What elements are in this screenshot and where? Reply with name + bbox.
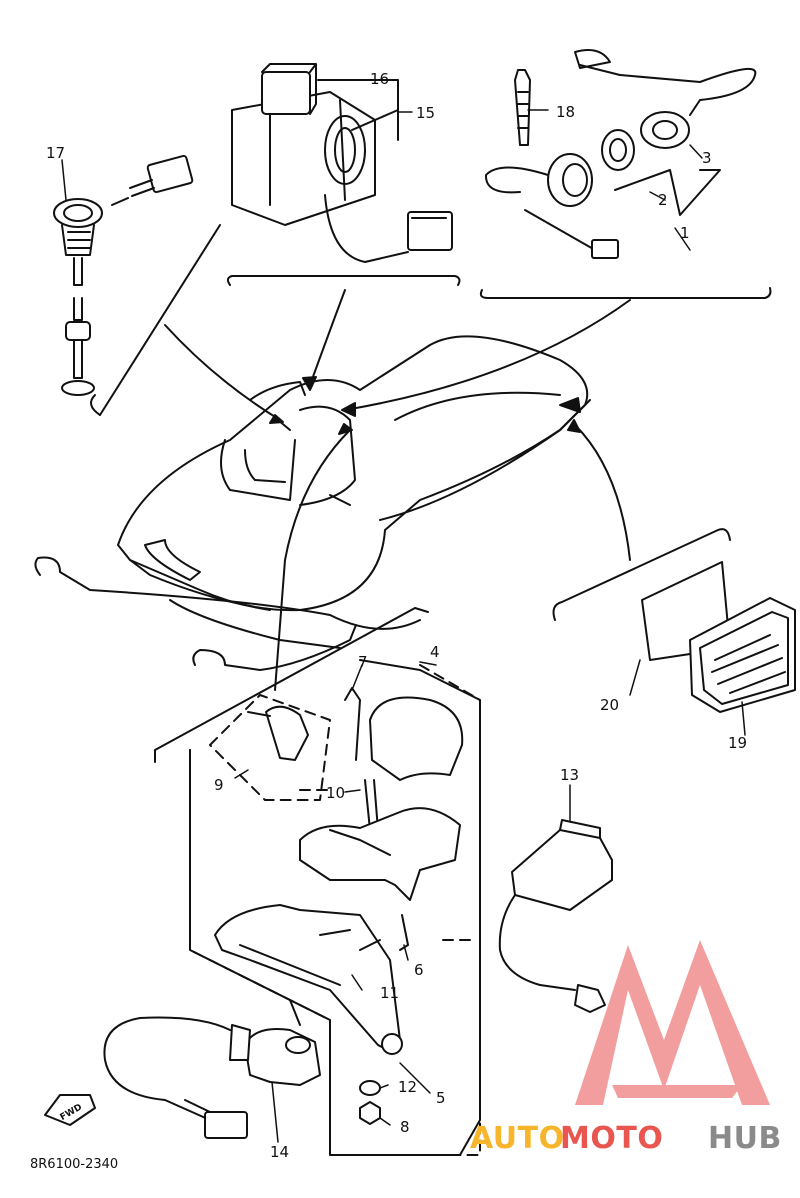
throttle-housing-assembly <box>154 607 481 1156</box>
callout-labels: 17 16 15 18 3 2 1 4 7 20 19 13 9 10 6 11… <box>30 70 747 1172</box>
drawing-code: 8R6100-2340 <box>30 1157 118 1172</box>
callout-15: 15 <box>416 104 435 122</box>
callout-18: 18 <box>556 103 575 121</box>
callout-12: 12 <box>398 1078 417 1096</box>
callout-8: 8 <box>400 1118 410 1136</box>
callout-5: 5 <box>436 1089 446 1107</box>
part-14-throttle-switch <box>44 1016 321 1139</box>
snowmobile-body <box>34 335 591 671</box>
callout-3: 3 <box>702 149 712 167</box>
callout-1: 1 <box>680 224 690 242</box>
callout-4: 4 <box>430 643 440 661</box>
part-1-2-3-18-switch <box>479 49 772 299</box>
brand-auto: AUTO <box>470 1121 565 1156</box>
callout-13: 13 <box>560 766 579 784</box>
callout-11: 11 <box>380 984 399 1002</box>
brand-moto: MOTO <box>560 1121 663 1156</box>
callout-17: 17 <box>46 144 65 162</box>
part-15-16-unit <box>226 63 461 286</box>
callout-9: 9 <box>214 776 224 794</box>
callout-7: 7 <box>358 653 368 671</box>
callout-14: 14 <box>270 1143 289 1161</box>
watermark-wordmark: AUTO MOTO HUB <box>470 1121 782 1156</box>
callout-16: 16 <box>370 70 389 88</box>
callout-10: 10 <box>326 784 345 802</box>
brand-hub: HUB <box>708 1121 782 1156</box>
callout-2: 2 <box>658 191 668 209</box>
part-17-plug <box>53 154 221 416</box>
callout-leaders <box>61 109 746 1143</box>
part-19-20-reflector <box>552 528 796 713</box>
callout-19: 19 <box>728 734 747 752</box>
leader-lines <box>164 289 631 691</box>
part-13-unit <box>498 819 613 1013</box>
callout-20: 20 <box>600 696 619 714</box>
watermark-logo <box>575 940 770 1105</box>
callout-6: 6 <box>414 961 424 979</box>
